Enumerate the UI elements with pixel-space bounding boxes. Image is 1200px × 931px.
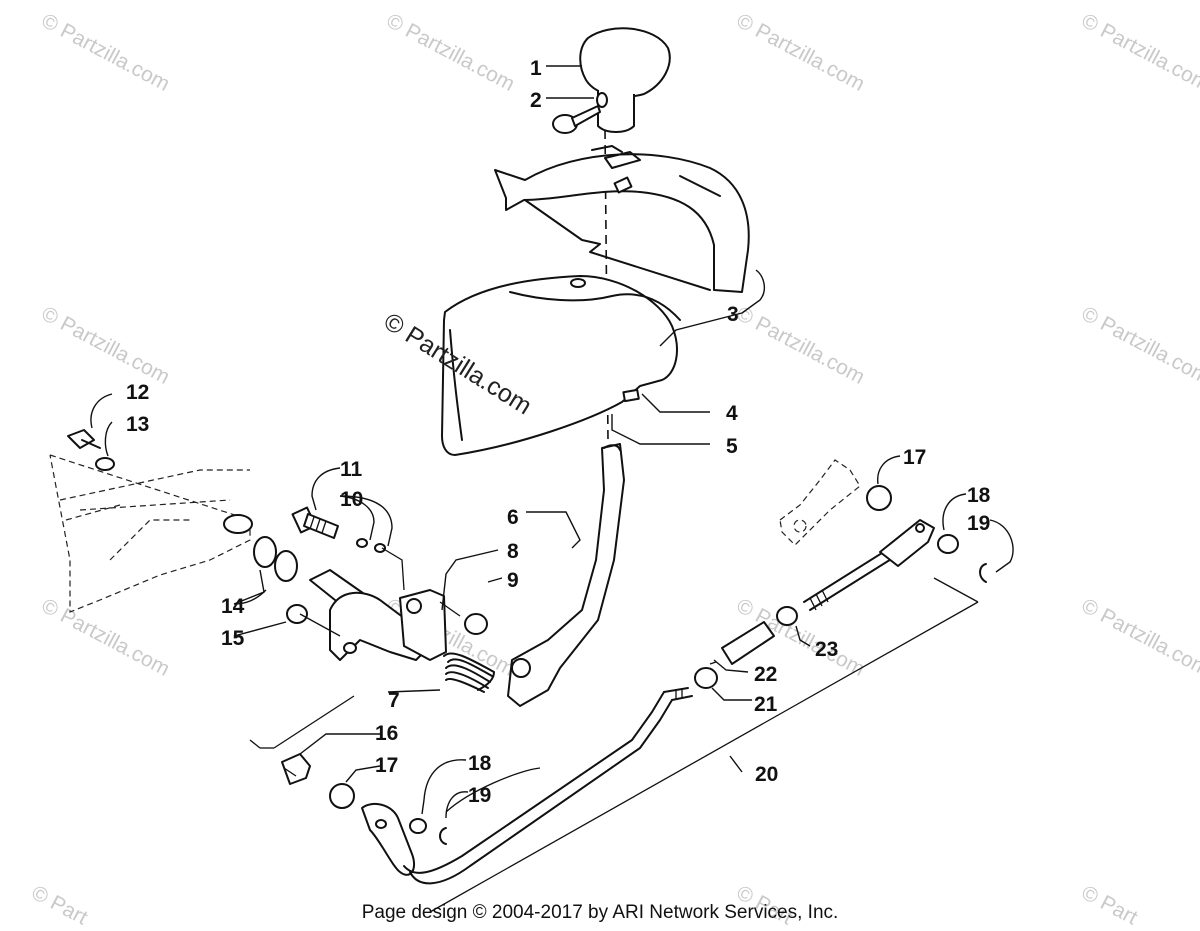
callout-label: 4 — [726, 402, 738, 425]
shaft-boss-part — [223, 514, 253, 534]
callout-label: 5 — [726, 435, 738, 458]
e-clip-part — [979, 563, 987, 583]
shift-knob-part — [579, 27, 671, 133]
shift-arm-part — [779, 459, 861, 546]
shift-rod-part — [361, 687, 693, 885]
watermark-tile: © Partzilla.com — [383, 9, 519, 96]
callout-numbers: 1 2 3 4 5 6 7 8 9 10 11 12 13 14 15 16 1… — [126, 57, 991, 807]
turnbuckle-part — [721, 621, 775, 665]
nut-part — [776, 606, 798, 626]
assembly-lines — [249, 547, 979, 913]
callout-label: 17 — [375, 754, 398, 777]
callout-label: 1 — [530, 57, 542, 80]
leader-lines — [90, 65, 1014, 819]
callout-label: 19 — [468, 784, 491, 807]
callout-label: 9 — [507, 569, 519, 592]
bolt-washer-part — [67, 429, 115, 471]
watermark-tile: © Partzilla.com — [38, 9, 174, 96]
watermark-tile: © Partzilla.com — [1078, 302, 1200, 389]
watermark-tile: © Partzilla.com — [1078, 594, 1200, 681]
callout-label: 8 — [507, 540, 519, 563]
callout-label: 16 — [375, 722, 398, 745]
watermark-tile: © Partzilla.com — [38, 594, 174, 681]
shift-lever-part — [507, 443, 625, 707]
shifter-shaft-part — [309, 569, 447, 661]
washer-part — [937, 534, 959, 554]
callout-label: 18 — [967, 484, 991, 507]
callout-label: 13 — [126, 413, 149, 436]
nut-part — [286, 604, 308, 624]
callout-label: 20 — [755, 763, 778, 786]
o-ring-part — [253, 536, 298, 582]
callout-label: 3 — [727, 303, 739, 326]
callout-label: 7 — [388, 689, 400, 712]
callout-label: 15 — [221, 627, 245, 650]
callout-label: 19 — [967, 512, 990, 535]
washer-part — [409, 818, 427, 834]
watermark-tile: © Partzilla.com — [1078, 9, 1200, 96]
page-footer-copyright: Page design © 2004-2017 by ARI Network S… — [361, 902, 839, 923]
watermark-tile: © Partzilla.com — [38, 302, 174, 389]
shift-cover-upper-part — [494, 145, 750, 293]
e-clip-part — [439, 827, 447, 845]
callout-label: 2 — [530, 89, 542, 112]
callout-label: 11 — [340, 458, 363, 481]
callout-label: 6 — [507, 506, 519, 529]
callout-label: 21 — [754, 693, 778, 716]
push-rivet-part — [552, 105, 601, 134]
callout-label: 23 — [815, 638, 838, 661]
bushing-part — [622, 388, 640, 403]
pivot-bolt-part — [291, 506, 386, 553]
watermark-tile: © Partzilla.com — [733, 9, 869, 96]
callout-label: 18 — [468, 752, 492, 775]
callout-label: 22 — [754, 663, 777, 686]
stud-part — [281, 753, 311, 785]
nut-part — [464, 613, 488, 635]
threaded-rod-part — [803, 519, 935, 611]
callout-label: 10 — [340, 488, 363, 511]
callout-label: 12 — [126, 381, 149, 404]
callout-label: 17 — [903, 446, 926, 469]
spring-part — [443, 652, 495, 693]
nut-part — [694, 667, 718, 689]
frame-bracket — [49, 454, 251, 613]
callout-label: 14 — [221, 595, 245, 618]
shift-cover-lower-part — [441, 275, 681, 456]
bushing-part — [329, 783, 355, 809]
bushing-part — [866, 485, 892, 511]
watermark-tile: © Partzilla.com — [733, 302, 869, 389]
